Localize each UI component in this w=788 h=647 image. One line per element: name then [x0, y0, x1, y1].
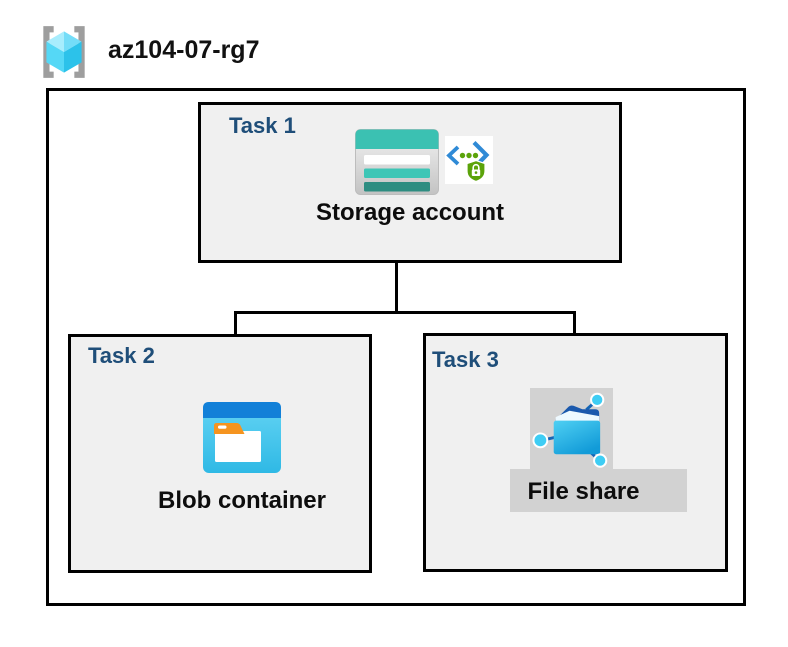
file-share-label: File share	[527, 478, 640, 505]
file-share-icon-highlight	[530, 388, 613, 469]
secure-endpoint-icon	[445, 136, 493, 184]
file-share-label-highlight: File share	[510, 469, 687, 512]
storage-account-label: Storage account	[315, 199, 505, 226]
task2-label: Task 2	[88, 343, 155, 368]
blob-container-icon	[203, 402, 281, 473]
storage-account-icon	[355, 129, 439, 195]
connector-branch	[234, 311, 576, 314]
resource-group-title: az104-07-rg7	[108, 36, 260, 64]
task3-label: Task 3	[432, 347, 499, 372]
connector-storage-stem	[395, 233, 398, 313]
file-share-icon	[532, 392, 608, 468]
blob-container-label: Blob container	[157, 487, 326, 514]
resource-group-icon	[43, 26, 85, 78]
task3-box: Task 3 File share	[423, 333, 728, 572]
task2-box: Task 2 Blob container	[68, 334, 372, 573]
task1-label: Task 1	[229, 113, 296, 138]
task1-box: Task 1 Storage	[198, 102, 622, 263]
